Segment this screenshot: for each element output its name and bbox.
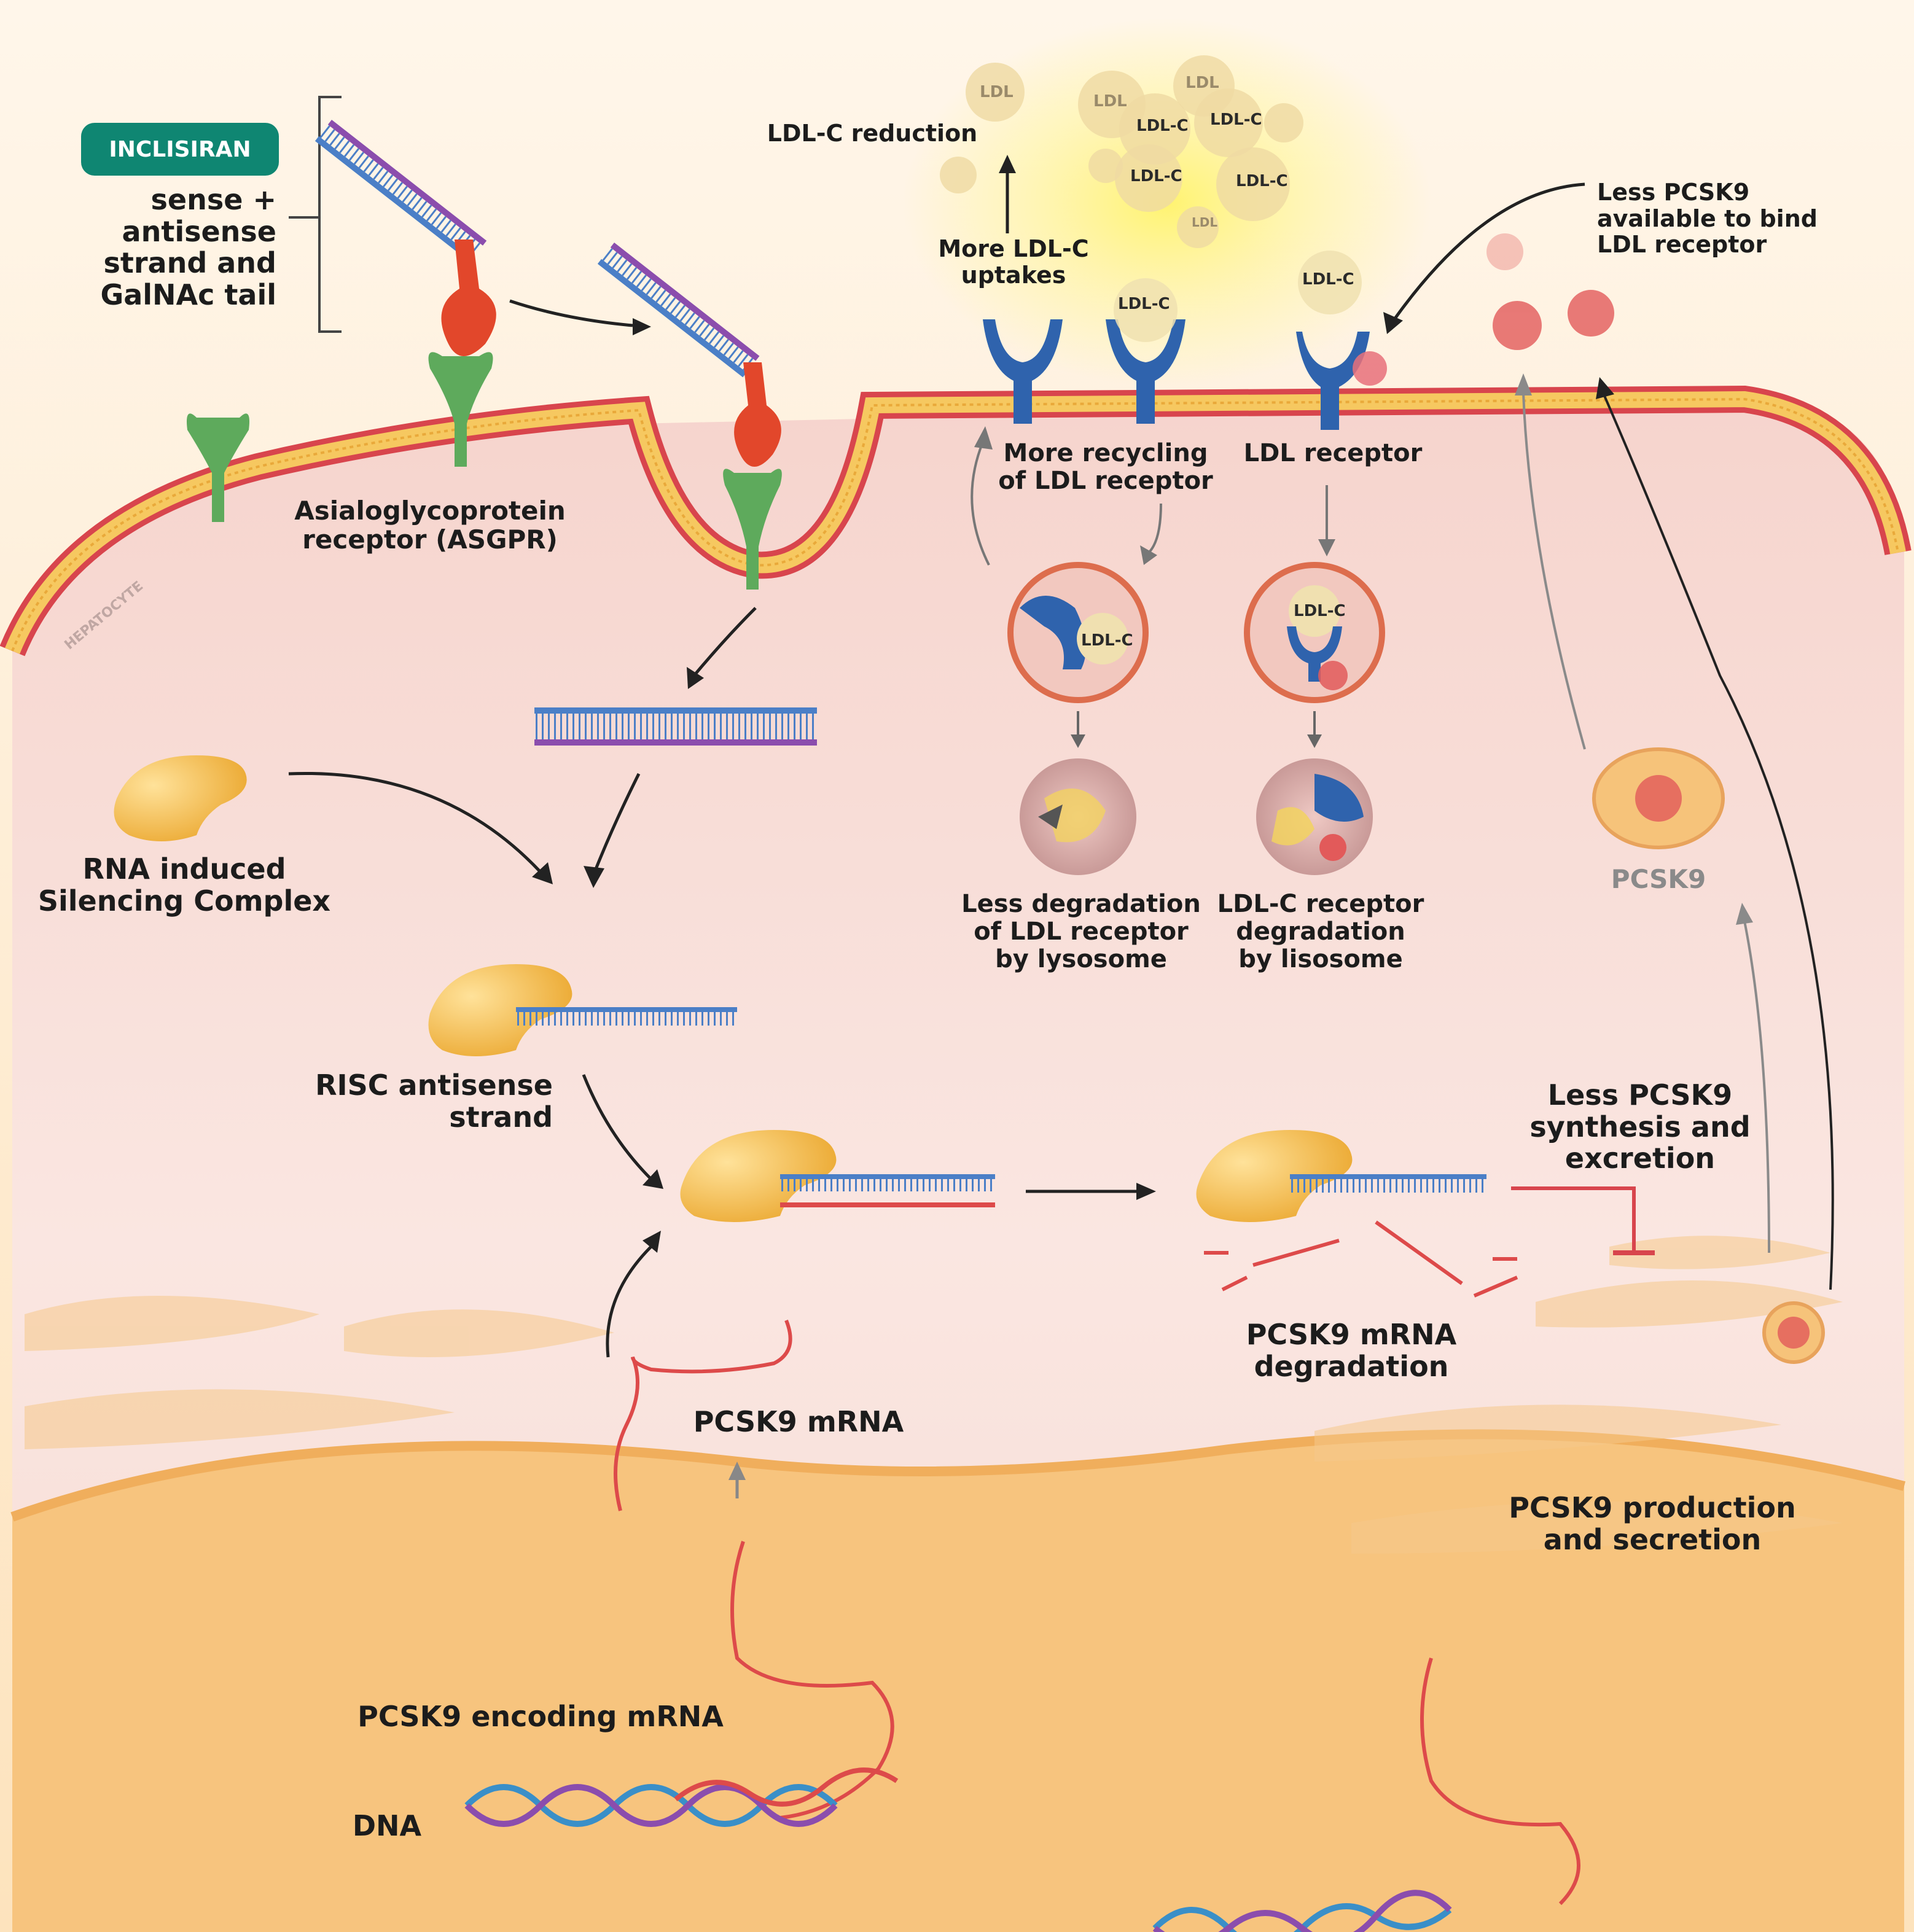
label-more-uptakes: More LDL-C uptakes bbox=[938, 235, 1089, 289]
ldl-c-tag: LDL-C bbox=[1210, 111, 1262, 129]
dna-helix bbox=[464, 1767, 1452, 1932]
ldl-particle bbox=[1115, 144, 1182, 212]
ldl-c-tag: LDL-C bbox=[1294, 602, 1346, 620]
endoplasmic-reticulum bbox=[25, 1236, 1843, 1554]
ldl-particle bbox=[1264, 103, 1303, 142]
endosome-recycling bbox=[1007, 562, 1149, 703]
label-risc-antisense: RISC antisense strand bbox=[315, 1069, 553, 1134]
label-pcsk9-mrna: PCSK9 mRNA bbox=[693, 1405, 904, 1438]
ldl-c-tag: LDL-C bbox=[1302, 270, 1354, 289]
ldl-c-tag: LDL-C bbox=[1236, 172, 1288, 190]
label-ldl-receptor: LDL receptor bbox=[1243, 439, 1423, 467]
released-duplex bbox=[534, 707, 817, 746]
label-risc-complex: RNA induced Silencing Complex bbox=[37, 852, 331, 917]
lysosome-recycling bbox=[1020, 758, 1136, 875]
label-sense-antisense: sense + antisense strand and GalNAc tail bbox=[100, 183, 276, 311]
risc-antisense bbox=[428, 964, 572, 1056]
label-pcsk9: PCSK9 bbox=[1611, 864, 1706, 894]
ldl-particles bbox=[940, 55, 1303, 248]
asgpr-receptor bbox=[428, 352, 493, 467]
label-encoding-mrna: PCSK9 encoding mRNA bbox=[357, 1700, 724, 1733]
ldl-particle bbox=[940, 157, 977, 193]
lysosome-degradation bbox=[1256, 758, 1373, 875]
label-ldlc-receptor-degradation: LDL-C receptor degradation by lisosome bbox=[1217, 890, 1424, 973]
label-production: PCSK9 production and secretion bbox=[1509, 1491, 1796, 1556]
ldl-particle bbox=[1216, 147, 1290, 221]
risc-complex bbox=[114, 755, 247, 841]
label-dna: DNA bbox=[352, 1809, 422, 1842]
ldl-c-tag: LDL-C bbox=[1130, 167, 1182, 185]
sirna-duplex bbox=[314, 120, 487, 262]
ldl-tag: LDL bbox=[1186, 74, 1219, 92]
encoding-mrna-strand bbox=[730, 1541, 894, 1820]
ldl-tag: LDL bbox=[980, 83, 1014, 101]
ldl-c-tag: LDL-C bbox=[1118, 295, 1170, 313]
risc-mrna-complex bbox=[680, 1130, 837, 1222]
asgpr-receptor-free bbox=[187, 413, 249, 522]
ldl-c-tag: LDL-C bbox=[1081, 631, 1133, 650]
label-more-recycling: More recycling of LDL receptor bbox=[998, 439, 1213, 495]
risc-degradation bbox=[1196, 1130, 1353, 1222]
ldl-particle bbox=[1194, 88, 1263, 157]
ldl-tag: LDL bbox=[1093, 92, 1127, 111]
ldl-tag: LDL bbox=[1192, 215, 1218, 230]
mrna-fragments bbox=[1204, 1220, 1518, 1298]
ldl-receptors bbox=[983, 319, 1370, 430]
label-mrna-degradation: PCSK9 mRNA degradation bbox=[1246, 1318, 1457, 1383]
label-less-synthesis: Less PCSK9 synthesis and excretion bbox=[1529, 1078, 1751, 1175]
label-asgpr: Asialoglycoprotein receptor (ASGPR) bbox=[294, 496, 566, 555]
galnac-tail bbox=[441, 240, 496, 356]
endosome-degradation bbox=[1244, 562, 1385, 703]
inclisiran-badge-label: INCLISIRAN bbox=[109, 136, 251, 162]
pcsk9-clusters bbox=[1486, 233, 1614, 350]
ldl-particle bbox=[1088, 149, 1123, 183]
label-less-degradation: Less degradation of LDL receptor by lyso… bbox=[961, 890, 1201, 973]
ldl-particle bbox=[966, 63, 1025, 122]
ldl-particle bbox=[1177, 206, 1219, 248]
label-ldl-c-reduction: LDL-C reduction bbox=[767, 120, 978, 147]
inclisiran-badge: INCLISIRAN bbox=[81, 123, 279, 176]
nucleus bbox=[12, 1434, 1904, 1932]
label-less-pcsk9-bind: Less PCSK9 available to bind LDL recepto… bbox=[1597, 179, 1818, 259]
pcsk9-mrna-strand bbox=[614, 1319, 792, 1511]
ldl-c-tag: LDL-C bbox=[1136, 117, 1189, 135]
